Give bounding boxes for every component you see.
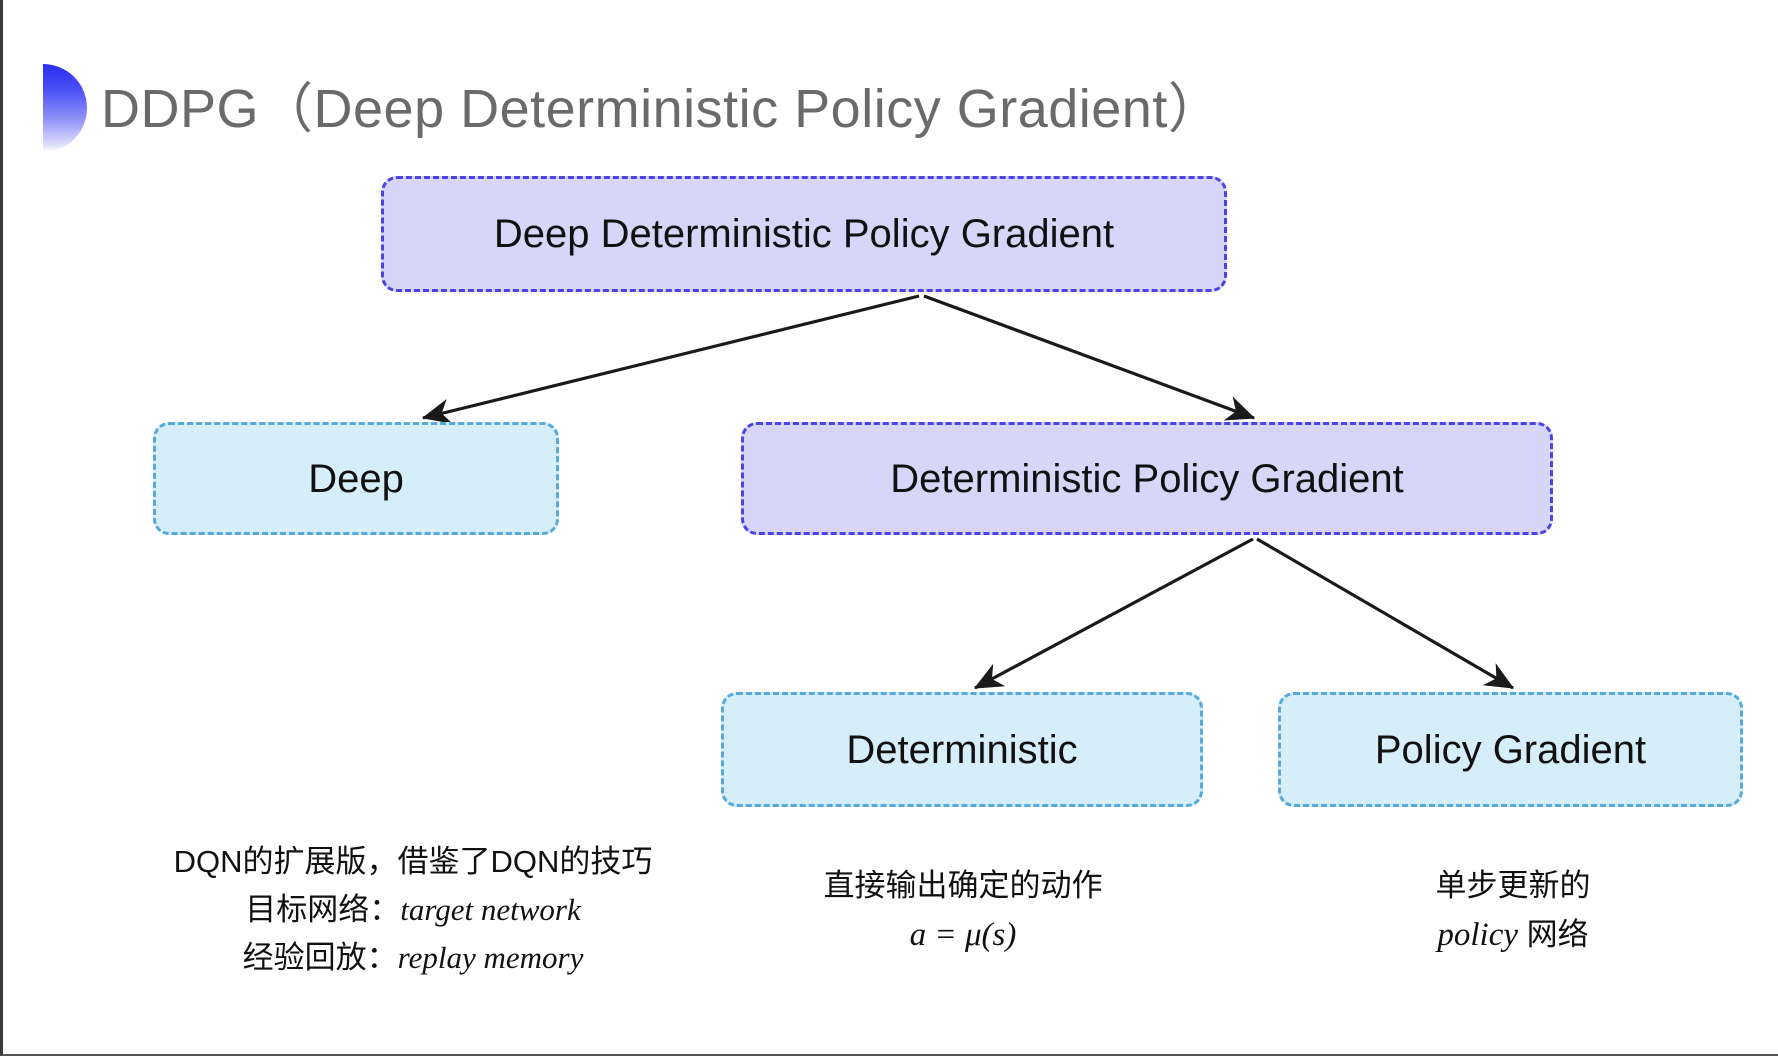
caption-deep-line-2-cjk: 目标网络： <box>245 892 401 928</box>
edge-dpg-to-deterministic <box>973 537 1254 690</box>
node-deep[interactable]: Deep <box>153 422 559 535</box>
caption-policy-gradient: 单步更新的 policy 网络 <box>1303 862 1723 961</box>
caption-deterministic-formula: a = μ(s) <box>909 917 1017 954</box>
node-label: Deep Deterministic Policy Gradient <box>493 212 1115 256</box>
caption-policy-gradient-line-2-en: policy <box>1437 917 1518 954</box>
caption-deterministic: 直接输出确定的动作 a = μ(s) <box>773 862 1153 961</box>
node-label: Deep <box>308 456 404 501</box>
caption-deterministic-line-1: 直接输出确定的动作 <box>823 868 1103 903</box>
edge-root-to-deep <box>421 294 920 424</box>
caption-policy-gradient-line-1: 单步更新的 <box>1435 868 1591 903</box>
node-label: Deterministic <box>846 727 1078 772</box>
edge-root-to-dpg <box>923 294 1256 421</box>
caption-deep-line-3-en: replay memory <box>397 940 584 976</box>
title-accent-halfcircle-icon <box>43 64 87 152</box>
node-deterministic[interactable]: Deterministic <box>721 692 1203 807</box>
caption-deep-line-3: 经验回放：replay memory <box>103 934 723 982</box>
caption-policy-gradient-line-2: policy 网络 <box>1303 910 1723 961</box>
node-deterministic-policy-gradient[interactable]: Deterministic Policy Gradient <box>741 422 1553 535</box>
caption-deep-line-2-en: target network <box>400 892 581 928</box>
node-policy-gradient[interactable]: Policy Gradient <box>1278 692 1743 807</box>
caption-deep-line-1: DQN的扩展版，借鉴了DQN的技巧 <box>173 844 653 879</box>
page-title: DDPG（Deep Deterministic Policy Gradient） <box>101 79 1223 139</box>
edge-dpg-to-policy-gradient <box>1256 537 1515 690</box>
node-deep-deterministic-policy-gradient[interactable]: Deep Deterministic Policy Gradient <box>381 176 1227 292</box>
node-label: Policy Gradient <box>1374 727 1647 772</box>
caption-deep-line-2: 目标网络：target network <box>103 886 723 934</box>
caption-deep-line-3-cjk: 经验回放： <box>242 940 398 976</box>
caption-deep: DQN的扩展版，借鉴了DQN的技巧 目标网络：target network 经验… <box>103 838 723 982</box>
caption-policy-gradient-line-2-cjk: 网络 <box>1518 917 1589 953</box>
node-label: Deterministic Policy Gradient <box>890 456 1404 501</box>
